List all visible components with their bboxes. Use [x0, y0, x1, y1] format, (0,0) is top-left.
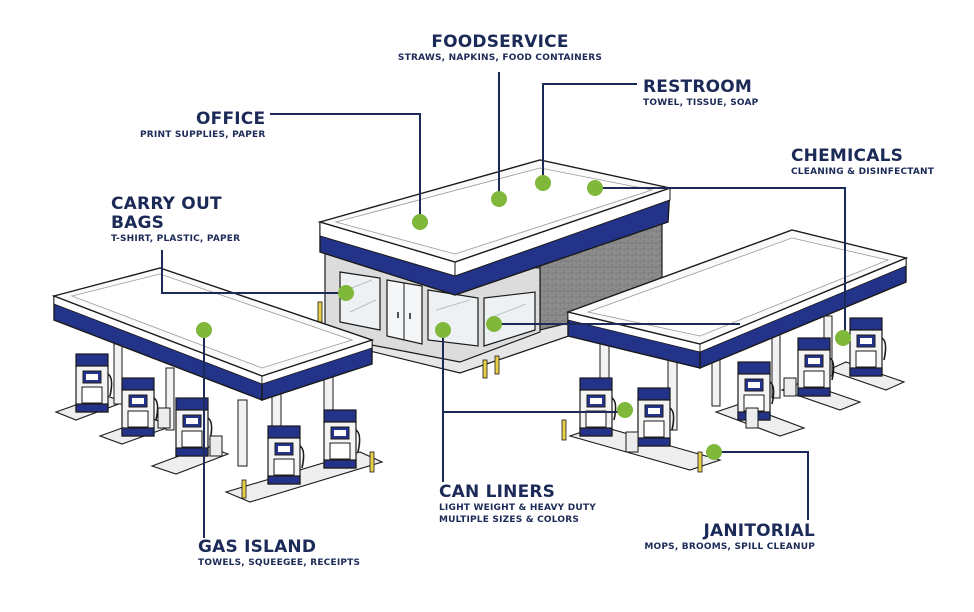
foodservice-title: FOODSERVICE	[431, 32, 569, 52]
can-liners-subtitle-line2: MULTIPLE SIZES & COLORS	[439, 515, 580, 525]
can-liners-label: CAN LINERS LIGHT WEIGHT & HEAVY DUTY MUL…	[439, 483, 596, 526]
office-title: OFFICE	[196, 109, 266, 129]
gas-island-subtitle: TOWELS, SQUEEGEE, RECEIPTS	[198, 558, 361, 568]
carry-out-leader	[161, 250, 346, 294]
carry-out-label: CARRY OUT BAGS T-SHIRT, PLASTIC, PAPER	[111, 195, 240, 245]
store-building	[317, 159, 673, 379]
gas-island-label: GAS ISLAND TOWELS, SQUEEGEE, RECEIPTS	[198, 538, 360, 569]
location-markers	[196, 175, 851, 460]
janitorial-label: JANITORIAL MOPS, BROOMS, SPILL CLEANUP	[600, 522, 815, 553]
marker-foodservice	[491, 191, 507, 207]
can-liners-title: CAN LINERS	[439, 482, 556, 502]
carry-out-title-line2: BAGS	[111, 213, 165, 233]
marker-chemicals	[587, 180, 603, 196]
janitorial-subtitle: MOPS, BROOMS, SPILL CLEANUP	[644, 542, 815, 552]
marker-janitorial	[706, 444, 722, 460]
office-leader	[270, 113, 421, 222]
restroom-title: RESTROOM	[643, 77, 753, 97]
janitorial-leader	[714, 451, 809, 520]
foodservice-subtitle: STRAWS, NAPKINS, FOOD CONTAINERS	[397, 53, 603, 63]
chemicals-leader	[595, 187, 846, 338]
office-label: OFFICE PRINT SUPPLIES, PAPER	[140, 110, 266, 141]
marker-can-liners-pump	[617, 402, 633, 418]
restroom-subtitle: TOWEL, TISSUE, SOAP	[643, 98, 759, 108]
chemicals-label: CHEMICALS CLEANING & DISINFECTANT	[791, 147, 934, 178]
callout-lines	[161, 72, 846, 538]
left-gas-island	[51, 267, 384, 503]
can-liners-subtitle-line1: LIGHT WEIGHT & HEAVY DUTY	[439, 503, 596, 513]
carry-out-title-line1: CARRY OUT	[111, 194, 222, 214]
restroom-label: RESTROOM TOWEL, TISSUE, SOAP	[643, 78, 758, 109]
marker-office	[412, 214, 428, 230]
right-gas-island	[561, 229, 909, 473]
marker-chemicals-pump	[835, 330, 851, 346]
marker-carry-out	[338, 285, 354, 301]
foodservice-label: FOODSERVICE STRAWS, NAPKINS, FOOD CONTAI…	[300, 33, 700, 64]
gas-island-title: GAS ISLAND	[198, 537, 317, 557]
marker-restroom	[535, 175, 551, 191]
carry-out-subtitle: T-SHIRT, PLASTIC, PAPER	[111, 234, 241, 244]
restroom-leader	[542, 83, 637, 183]
chemicals-title: CHEMICALS	[791, 146, 904, 166]
janitorial-title: JANITORIAL	[703, 521, 815, 541]
chemicals-subtitle: CLEANING & DISINFECTANT	[791, 167, 935, 177]
marker-can-liners-left	[435, 322, 451, 338]
office-subtitle: PRINT SUPPLIES, PAPER	[140, 130, 266, 140]
marker-gas-island	[196, 322, 212, 338]
marker-can-liners-right	[486, 316, 502, 332]
